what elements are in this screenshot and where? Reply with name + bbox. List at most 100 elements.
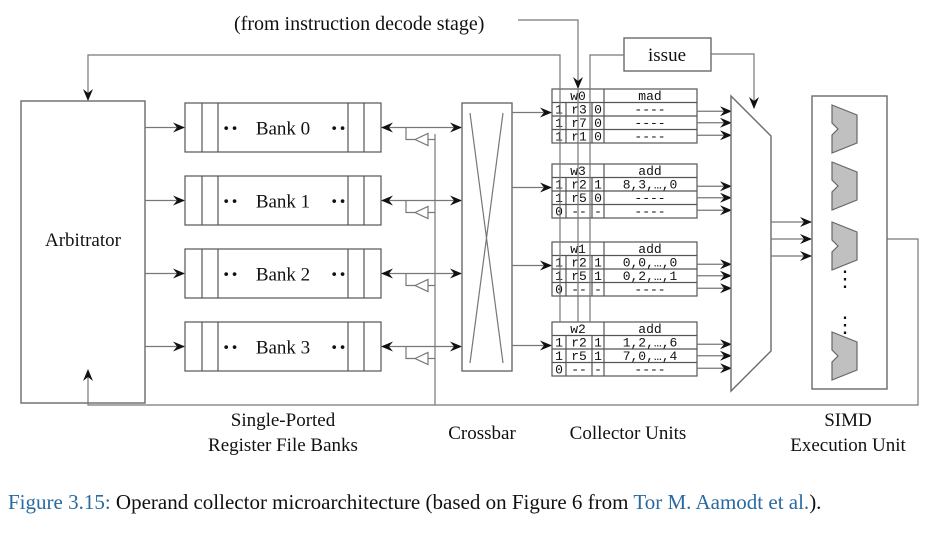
ready-bit: -	[594, 283, 602, 298]
figure-caption: Figure 3.15: Operand collector microarch…	[8, 488, 938, 516]
operand-collector-diagram: (from instruction decode stage) issue Ar…	[20, 13, 919, 456]
register-id: r5	[571, 349, 587, 364]
crossbar-label: Crossbar	[448, 423, 516, 444]
alu-icon	[831, 221, 858, 271]
valid-bit: 1	[555, 256, 563, 271]
ready-bit: -	[594, 205, 602, 220]
bank-dots-left: ••	[222, 122, 239, 138]
register-id: --	[571, 283, 587, 298]
bank-dots-left: ••	[222, 268, 239, 284]
valid-bit: 1	[555, 336, 563, 351]
write-buffer-icon	[413, 205, 429, 220]
valid-bit: 1	[555, 269, 563, 284]
simd-dots-lower: ⋮	[834, 312, 856, 337]
ready-bit: 1	[594, 256, 602, 271]
caption-text: Operand collector microarchitecture (bas…	[110, 490, 634, 514]
valid-bit: 1	[555, 349, 563, 364]
valid-bit: 1	[555, 103, 563, 118]
output-mux	[730, 94, 772, 393]
ready-bit: 0	[594, 116, 602, 131]
bank-2: •• •• Bank 2	[145, 248, 462, 299]
bank-dots-left: ••	[222, 195, 239, 211]
crossbar-line-b	[469, 112, 504, 364]
alu-icon	[831, 104, 858, 154]
valid-bit: 1	[555, 178, 563, 193]
bank-dots-right: ••	[330, 195, 347, 211]
operand-data: 8,3,…,0	[623, 178, 678, 193]
register-id: --	[571, 363, 587, 378]
operand-data: ----	[634, 363, 665, 378]
register-id: r5	[571, 191, 587, 206]
opcode: mad	[638, 89, 661, 104]
writeback-tap	[405, 273, 415, 287]
simd-dots-upper: ⋮	[834, 266, 856, 291]
issue-to-mux-arrow	[711, 53, 759, 109]
ready-bit: 1	[594, 269, 602, 284]
operand-data: 0,0,…,0	[623, 256, 678, 271]
opcode: add	[638, 322, 661, 337]
writeback-tap	[405, 200, 415, 214]
operand-data: ----	[634, 283, 665, 298]
ready-bit: 1	[594, 349, 602, 364]
ready-bit: -	[594, 363, 602, 378]
valid-bit: 1	[555, 130, 563, 145]
ready-bit: 0	[594, 191, 602, 206]
opcode: add	[638, 164, 661, 179]
opcode: add	[638, 242, 661, 257]
valid-bit: 0	[555, 363, 563, 378]
figure-reference-link[interactable]: Figure 3.15:	[8, 490, 111, 514]
alu-icon	[831, 331, 858, 381]
bank-label: Bank 2	[256, 265, 310, 286]
register-id: r7	[571, 116, 587, 131]
operand-data: 1,2,…,6	[623, 336, 678, 351]
alu-icon	[831, 161, 858, 211]
arbitrator-box	[20, 100, 146, 404]
feedback-to-arbitrator	[83, 54, 561, 101]
decode-arrow	[518, 19, 583, 89]
collectors-label: Collector Units	[570, 423, 687, 444]
operand-data: ----	[634, 130, 665, 145]
writeback-tap	[405, 127, 415, 141]
author-link[interactable]: Tor M. Aamodt et al.	[633, 490, 810, 514]
arbitrator-label: Arbitrator	[45, 230, 122, 251]
register-id: --	[571, 205, 587, 220]
bank-dots-left: ••	[222, 341, 239, 357]
bank-label: Bank 3	[256, 338, 310, 359]
valid-bit: 1	[555, 191, 563, 206]
bank-dots-right: ••	[330, 341, 347, 357]
register-file-banks: •• •• Bank 0 •• •• Bank 1 •• •• Bank 2 •• •• Bank 3	[145, 102, 462, 372]
simd-label-line2: Execution Unit	[790, 435, 906, 456]
bank-0: •• •• Bank 0	[145, 102, 462, 153]
ready-bit: 0	[594, 103, 602, 118]
bank-dots-right: ••	[330, 268, 347, 284]
operand-data: 7,0,…,4	[623, 349, 678, 364]
simd-alus	[831, 104, 858, 381]
issue-input-line	[589, 54, 624, 88]
valid-bit: 0	[555, 283, 563, 298]
valid-bit: 0	[555, 205, 563, 220]
caption-suffix: ).	[809, 490, 822, 514]
ready-bit: 1	[594, 178, 602, 193]
simd-label-line1: SIMD	[824, 410, 872, 431]
write-buffer-icon	[413, 278, 429, 293]
write-buffer-icon	[413, 351, 429, 366]
banks-label-line2: Register File Banks	[208, 435, 358, 456]
writeback-tap	[405, 346, 415, 360]
banks-label-line1: Single-Ported	[231, 410, 336, 431]
register-id: r2	[571, 256, 587, 271]
operand-data: ----	[634, 205, 665, 220]
bank-label: Bank 1	[256, 192, 310, 213]
bank-1: •• •• Bank 1	[145, 175, 462, 226]
ready-bit: 1	[594, 336, 602, 351]
decode-stage-label: (from instruction decode stage)	[234, 13, 484, 35]
register-id: r2	[571, 178, 587, 193]
operand-data: ----	[634, 103, 665, 118]
bank-dots-right: ••	[330, 122, 347, 138]
issue-label: issue	[648, 45, 686, 66]
bank-3: •• •• Bank 3	[145, 321, 462, 372]
bank-label: Bank 0	[256, 119, 310, 140]
